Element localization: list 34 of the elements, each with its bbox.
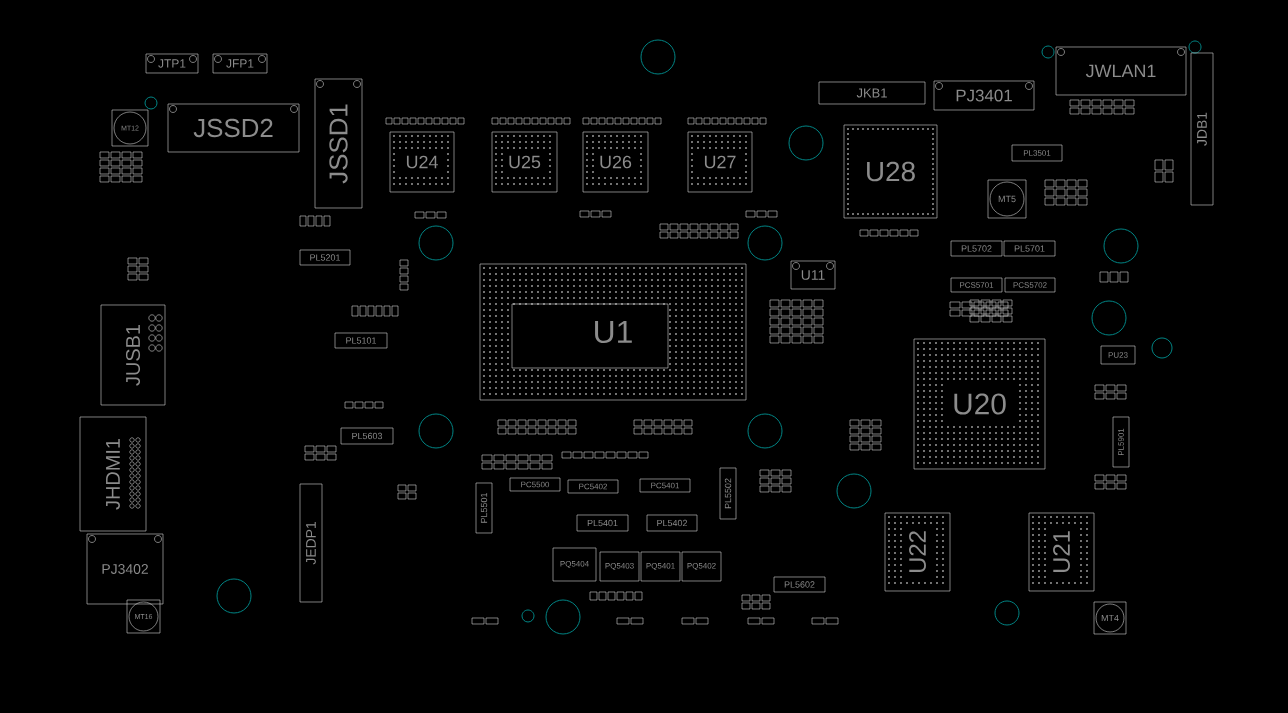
- ic-chip: U11: [790, 260, 836, 290]
- connector-footprint: JUSB1: [100, 304, 166, 406]
- bga-chip: U27: [687, 131, 753, 193]
- connector-footprint: JTP1: [145, 53, 199, 74]
- inductor-footprint: PL5502: [719, 467, 737, 520]
- connector-footprint: PJ3401: [933, 80, 1035, 111]
- bga-chip: U20: [913, 338, 1046, 470]
- mounting-pad: MT5: [987, 179, 1027, 219]
- ic-chip: U28: [843, 124, 938, 219]
- bga-chip: U21: [1028, 512, 1095, 592]
- inductor-footprint: PL5101: [334, 332, 388, 349]
- connector-footprint: JFP1: [212, 53, 268, 74]
- inductor-footprint: PL5701: [1003, 240, 1056, 257]
- bga-chip: U25: [491, 131, 558, 193]
- inductor-footprint: PL5602: [773, 576, 826, 593]
- connector-footprint: JHDMI1: [79, 416, 147, 532]
- inductor-footprint: PL5201: [299, 249, 351, 266]
- connector-footprint: JWLAN1: [1055, 46, 1187, 96]
- connector-footprint: JSSD1: [314, 78, 363, 209]
- inductor-footprint: PL5603: [340, 427, 394, 445]
- connector-footprint: JSSD2: [167, 103, 300, 153]
- inductor-footprint: PL5402: [646, 514, 698, 532]
- connector-footprint: JKB1: [818, 81, 926, 105]
- bga-chip: U26: [582, 131, 649, 193]
- inductor-footprint: PL5702: [950, 240, 1003, 257]
- inductor-footprint: PL5501: [475, 482, 493, 534]
- connector-footprint: JEDP1: [299, 483, 323, 603]
- mounting-pad: MT4: [1093, 601, 1127, 635]
- connector-footprint: JDB1: [1190, 52, 1214, 206]
- inductor-footprint: PL5401: [576, 514, 629, 532]
- bga-chip: U22: [884, 512, 951, 592]
- cpu-chip: U1: [479, 263, 747, 401]
- connector-footprint: PJ3402: [86, 533, 164, 605]
- bga-chip: U24: [389, 131, 455, 193]
